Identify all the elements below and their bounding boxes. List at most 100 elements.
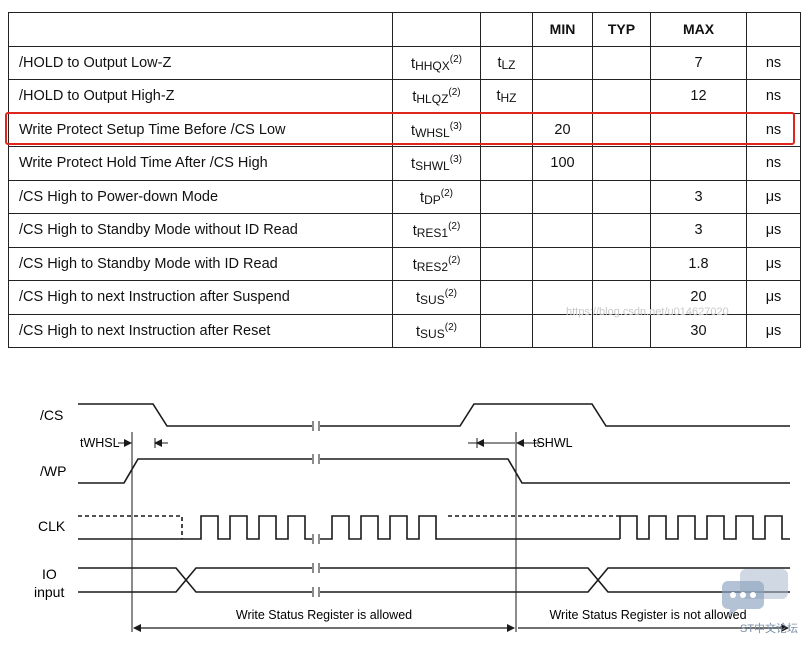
symbol-subscript: SHWL [415,159,450,174]
symbol-footnote: (3) [449,120,462,132]
alt-symbol-subscript: LZ [501,57,516,72]
header-alt [480,12,533,47]
parameter-cell: /CS High to Standby Mode without ID Read [8,213,393,248]
typ-cell [592,179,651,214]
symbol-cell: tRES1(2) [392,213,481,248]
table-row: /CS High to next Instruction after Reset… [8,313,801,348]
max-cell: 3 [650,213,747,248]
io-waveform-lower [78,567,790,593]
symbol-subscript: WHSL [415,125,450,140]
header-min: MIN [532,12,593,47]
table-header-row: MIN TYP MAX [8,12,801,47]
symbol-footnote: (2) [448,254,461,266]
header-typ: TYP [592,12,651,47]
parameter-cell: /HOLD to Output Low-Z [8,45,393,80]
cs-signal-label: /CS [40,407,63,423]
typ-cell [592,246,651,281]
parameter-cell: /CS High to Power-down Mode [8,179,393,214]
min-cell [532,213,593,248]
alt-symbol-cell [480,280,533,315]
symbol-footnote: (2) [448,87,461,99]
symbol-subscript: SUS [420,293,445,308]
watermark-url: https://blog.csdn.net/u014627020 [566,306,729,318]
typ-cell [592,79,651,114]
symbol-cell: tHHQX(2) [392,45,481,80]
typ-cell [592,280,651,315]
alt-symbol-cell: tHZ [480,79,533,114]
io-input-label: input [34,584,64,600]
min-cell [532,45,593,80]
parameter-cell: /CS High to Standby Mode with ID Read [8,246,393,281]
parameter-cell: /CS High to next Instruction after Reset [8,313,393,348]
max-cell [650,146,747,181]
alt-symbol-cell [480,146,533,181]
header-parameter [8,12,393,47]
cs-waveform [78,403,790,427]
clk-signal-label: CLK [38,518,66,534]
header-unit [746,12,801,47]
alt-symbol-prefix: t [496,88,501,105]
parameter-cell: /HOLD to Output High-Z [8,79,393,114]
unit-cell: μs [746,313,801,348]
unit-cell: μs [746,246,801,281]
alt-symbol-cell [480,213,533,248]
symbol-subscript: RES2 [416,259,449,274]
symbol-cell: tDP(2) [392,179,481,214]
min-cell: 100 [532,146,593,181]
min-cell [532,246,593,281]
typ-cell [592,313,651,348]
header-max: MAX [650,12,747,47]
max-cell: 12 [650,79,747,114]
forum-logo-icon [722,569,788,617]
forum-logo-text: ST中文论坛 [740,623,799,635]
io-waveform-upper [78,567,790,593]
max-cell: 3 [650,179,747,214]
symbol-prefix: t [411,122,416,139]
clk-pulses-left [182,515,448,540]
symbol-subscript: DP [424,192,441,207]
table-row: /CS High to Standby Mode without ID Read… [8,213,801,248]
symbol-prefix: t [412,256,417,273]
io-signal-label: IO [42,566,57,582]
parameter-cell: Write Protect Hold Time After /CS High [8,146,393,181]
unit-cell: μs [746,280,801,315]
header-symbol [392,12,481,47]
symbol-prefix: t [416,323,421,340]
clk-dashed-high [78,515,183,539]
typ-cell [592,213,651,248]
allowed-region-label: Write Status Register is allowed [236,608,412,622]
unit-cell: ns [746,146,801,181]
symbol-prefix: t [412,223,417,240]
symbol-subscript: RES1 [416,226,449,241]
symbol-cell: tSUS(2) [392,313,481,348]
min-cell [532,79,593,114]
symbol-footnote: (3) [449,154,462,166]
unit-cell: ns [746,45,801,80]
wp-signal-label: /WP [40,463,66,479]
max-cell: 30 [650,313,747,348]
alt-symbol-cell [480,246,533,281]
symbol-cell: tHLQZ(2) [392,79,481,114]
wp-waveform [78,458,790,484]
unit-cell: μs [746,213,801,248]
symbol-prefix: t [411,55,416,72]
symbol-cell: tWHSL(3) [392,112,481,147]
twhsl-label: tWHSL [80,436,120,450]
min-cell [532,179,593,214]
min-cell [532,280,593,315]
symbol-cell: tSHWL(3) [392,146,481,181]
symbol-cell: tRES2(2) [392,246,481,281]
symbol-footnote: (2) [444,321,457,333]
symbol-footnote: (2) [448,221,461,233]
parameter-cell: Write Protect Setup Time Before /CS Low [8,112,393,147]
symbol-footnote: (2) [440,187,453,199]
symbol-prefix: t [416,290,421,307]
symbol-subscript: HHQX [415,58,450,73]
alt-symbol-cell [480,179,533,214]
